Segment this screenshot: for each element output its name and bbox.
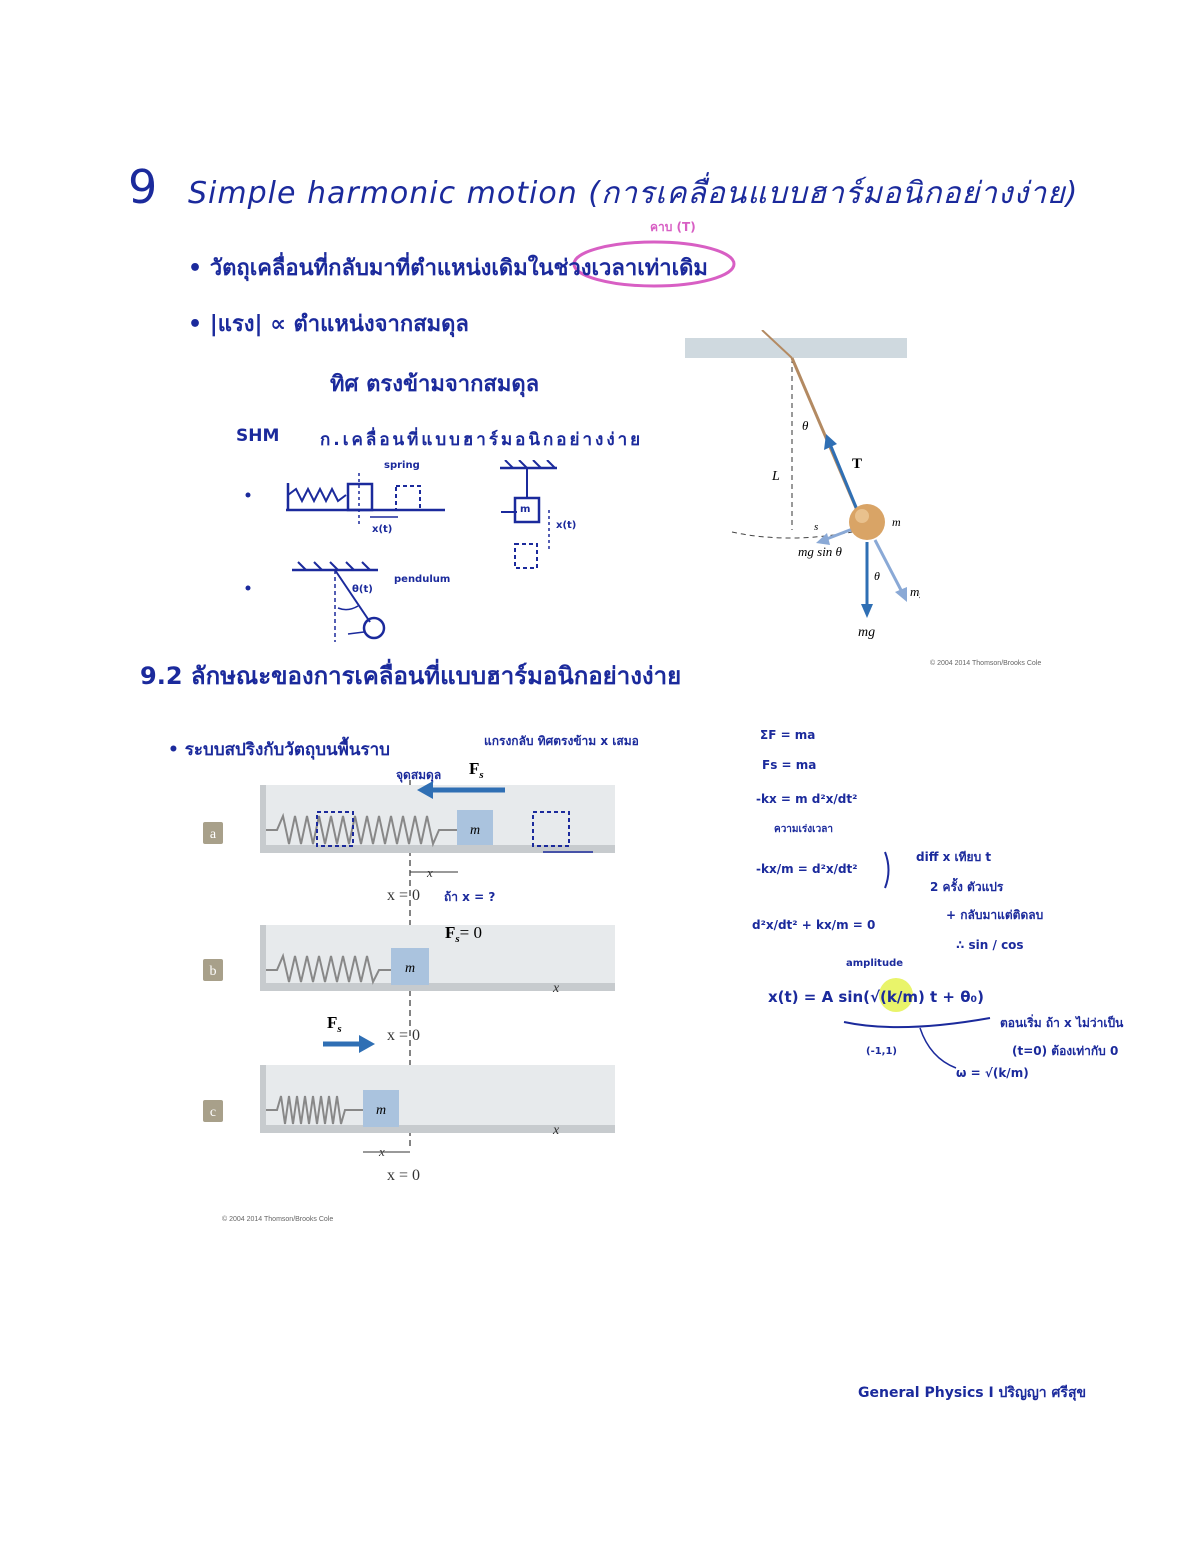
panel-c-axis-x: x [552, 1123, 560, 1138]
panel-c-x: x [378, 1144, 385, 1159]
spring-mass-figure: a m Fs x x = 0 b m Fs= 0 x x = 0 c m [203, 759, 615, 1184]
deriv-line-3: -kx = m d²x/dt² [756, 792, 858, 806]
panel-a: a m Fs x x = 0 [203, 759, 615, 904]
solution-equation: x(t) = A sin(√(k/m) t + θ₀) [768, 988, 984, 1006]
omega-definition: ω = √(k/m) [956, 1066, 1029, 1080]
Fs-subscript: s [336, 1023, 341, 1035]
panel-c-mass: m [376, 1103, 386, 1118]
spring-note-a: ถ้า x = ? [444, 890, 496, 904]
brace [884, 851, 890, 889]
deriv-right-2: 2 ครั้ง ตัวแปร [930, 880, 1004, 894]
pendulum-mg-sin: mg sin θ [798, 544, 843, 559]
spring-copyright: © 2004 2014 Thomson/Brooks Cole [222, 1216, 334, 1223]
pendulum-mg-cos: mg cos θ [910, 584, 920, 599]
panel-b-x0: x = 0 [387, 1027, 420, 1044]
deriv-right-3: + กลับมาแต่ติดลบ [946, 908, 1044, 922]
pendulum-m: m [892, 515, 901, 529]
pendulum-theta-top: θ [802, 418, 809, 433]
highlight-circle [572, 240, 736, 288]
panel-a-x: x [426, 865, 433, 880]
phase-note-1: ตอนเริ่ม ถ้า x ไม่ว่าเป็น [1000, 1016, 1124, 1030]
panel-c: c m Fs x x x = 0 [203, 1013, 615, 1184]
panel-label-a: a [210, 827, 217, 842]
pendulum-mg: mg [858, 625, 875, 640]
panel-label-b: b [210, 964, 217, 979]
hand-sketch-vertical-spring [500, 460, 557, 569]
bullet-1-text: วัตถุเคลื่อนที่กลับมาที่ตำแหน่งเดิมในช่ว… [209, 256, 708, 281]
bullet-2: • |แรง| ∝ ตำแหน่งจากสมดุล [188, 306, 469, 341]
panel-b-axis-x: x [552, 981, 560, 996]
Fs-letter: F [469, 759, 479, 778]
spring-note-top: แกรงกลับ ทิศตรงข้าม x เสมอ [484, 734, 639, 748]
panel-a-x0: x = 0 [387, 887, 420, 904]
hand-sketch-pendulum [245, 561, 386, 642]
Fs-letter: F [327, 1013, 337, 1032]
section-9-2-title: 9.2 ลักษณะของการเคลื่อนที่แบบฮาร์มอนิกอย… [140, 662, 682, 690]
bullet-dot: • [188, 256, 210, 281]
deriv-line-3b: ความเร่งเวลา [774, 824, 833, 835]
panel-a-Fs: Fs [469, 759, 484, 781]
Fs-subscript: s [478, 769, 483, 781]
sketch-xt-2: x(t) [556, 520, 577, 531]
deriv-line-2: Fs = ma [762, 758, 817, 772]
deriv-line-1: ΣF = ma [760, 728, 816, 742]
sin-range: (-1,1) [866, 1046, 898, 1057]
deriv-right-1: diff x เทียบ t [916, 850, 992, 864]
footer-credit: General Physics I ปริญญา ศรีสุข [858, 1385, 1087, 1401]
sketch-pendulum-label: pendulum [394, 574, 451, 585]
equation-underline [843, 1017, 991, 1069]
hand-sketch-spring [245, 473, 445, 525]
panel-c-Fs: Fs [327, 1013, 342, 1035]
pendulum-L: L [771, 469, 780, 484]
panel-label-c: c [210, 1105, 216, 1120]
Fs-subscript: s [454, 933, 459, 945]
spring-bullet: • ระบบสปริงกับวัตถุบนพื้นราบ [168, 736, 390, 763]
period-note: คาบ (T) [650, 220, 696, 234]
panel-b-mass: m [405, 961, 415, 976]
highlight-dot [879, 978, 913, 1012]
amplitude-label: amplitude [846, 958, 904, 969]
deriv-line-5: d²x/dt² + kx/m = 0 [752, 918, 876, 932]
pendulum-T: T [852, 456, 862, 472]
panel-c-x0: x = 0 [387, 1167, 420, 1184]
sketch-xt-1: x(t) [372, 524, 393, 535]
shm-text: ก.เคลื่อนที่แบบฮาร์มอนิกอย่างง่าย [320, 430, 644, 450]
spring-bullet-text: ระบบสปริงกับวัตถุบนพื้นราบ [184, 740, 390, 760]
sketch-theta: θ(t) [352, 584, 373, 595]
bullet-3: ทิศ ตรงข้ามจากสมดุล [330, 372, 540, 397]
equilibrium-label: จุดสมดุล [396, 768, 442, 782]
section-title: Simple harmonic motion (การเคลื่อนแบบฮาร… [188, 176, 1079, 211]
pendulum-copyright: © 2004 2014 Thomson/Brooks Cole [930, 660, 1042, 667]
bullet-dot: • [188, 312, 210, 337]
pendulum-theta-bottom: θ [874, 569, 880, 583]
pendulum-figure: θ L T m s mg sin θ θ mg cos θ mg [685, 330, 920, 640]
panel-b-Fs: Fs= 0 [445, 923, 482, 945]
bullet-dot: • [168, 740, 185, 760]
phase-note-2: (t=0) ต้องเท่ากับ 0 [1012, 1044, 1119, 1058]
sketch-spring-label: spring [384, 460, 420, 471]
pendulum-s: s [814, 521, 818, 533]
sketch-m: m [520, 504, 531, 515]
Fs-zero: = 0 [460, 923, 482, 942]
section-number: 9 [128, 160, 158, 214]
Fs-letter: F [445, 923, 455, 942]
shm-abbr: SHM [236, 426, 280, 446]
bullet-2-text: |แรง| ∝ ตำแหน่งจากสมดุล [209, 312, 469, 337]
panel-b: b m Fs= 0 x x = 0 [203, 923, 615, 1044]
deriv-right-4: ∴ sin / cos [956, 938, 1024, 952]
panel-a-mass: m [470, 823, 480, 838]
bullet-1: • วัตถุเคลื่อนที่กลับมาที่ตำแหน่งเดิมในช… [188, 250, 708, 285]
deriv-line-4: -kx/m = d²x/dt² [756, 862, 858, 876]
